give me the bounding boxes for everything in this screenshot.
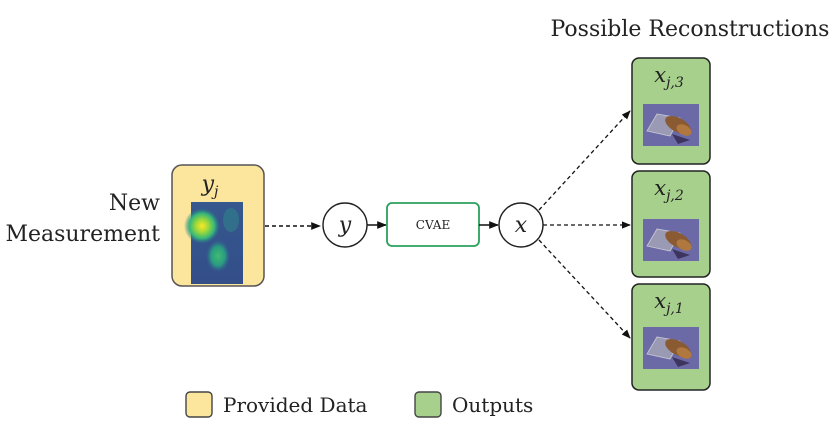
reconstruction-render-2 xyxy=(643,219,699,261)
legend-swatch-outputs xyxy=(414,391,442,418)
cvae-box: CVAE xyxy=(386,202,480,247)
output-box-2: xj,2 xyxy=(631,170,711,278)
yj-label: yj xyxy=(201,172,219,200)
measurement-label-line2: Measurement xyxy=(5,222,160,247)
output-label-1: xj,1 xyxy=(654,289,684,317)
svg-text:CVAE: CVAE xyxy=(416,218,450,232)
output-label-3: xj,3 xyxy=(654,63,684,91)
legend: Provided Data Outputs xyxy=(185,391,533,418)
measurement-label-line1: New xyxy=(109,191,160,216)
legend-swatch-provided xyxy=(185,391,213,418)
provided-data-box: yj xyxy=(171,164,265,287)
arrow-x-to-output-1 xyxy=(538,239,631,339)
svg-text:y: y xyxy=(338,213,352,238)
legend-label-provided: Provided Data xyxy=(223,393,368,417)
measurement-heatmap xyxy=(184,202,243,284)
x-node: x xyxy=(498,202,544,248)
arrow-x-to-output-3 xyxy=(538,110,631,211)
output-box-1: xj,1 xyxy=(631,283,711,391)
reconstructions-title: Possible Reconstructions xyxy=(551,17,830,42)
legend-label-outputs: Outputs xyxy=(452,393,533,417)
reconstruction-render-1 xyxy=(643,327,699,369)
y-node: y xyxy=(322,202,368,248)
output-box-3: xj,3 xyxy=(631,57,711,165)
svg-text:x: x xyxy=(515,213,528,238)
output-label-2: xj,2 xyxy=(654,176,684,204)
reconstruction-render-3 xyxy=(643,104,699,146)
